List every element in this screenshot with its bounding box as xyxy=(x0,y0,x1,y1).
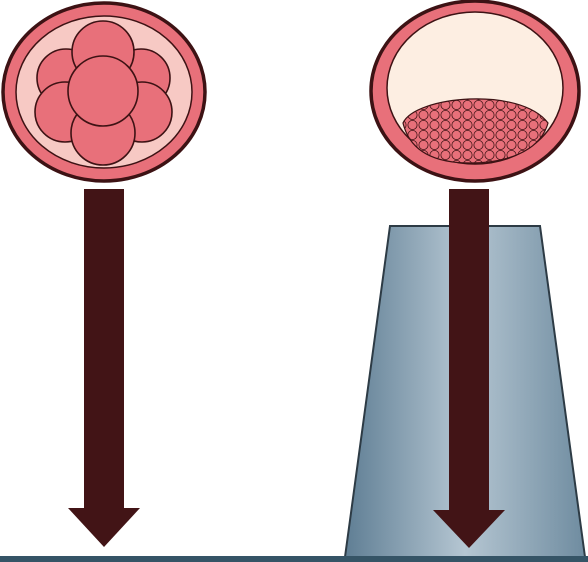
arrow-down-icon xyxy=(68,189,140,547)
arrow-head xyxy=(68,508,140,547)
floor-line xyxy=(0,556,588,562)
arrow-shaft xyxy=(449,189,489,511)
arrow-shaft xyxy=(84,189,124,509)
blastocyst-icon xyxy=(371,1,579,181)
morula-cell xyxy=(68,56,138,126)
morula-icon xyxy=(3,3,205,181)
